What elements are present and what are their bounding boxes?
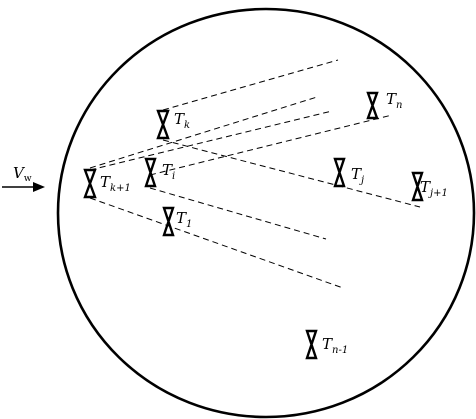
- wind-farm-boundary: [56, 7, 476, 419]
- turbine-ti-symbol: [144, 157, 157, 188]
- turbine-t1-label: T1: [176, 209, 192, 230]
- turbine-ti: Ti: [144, 157, 175, 188]
- turbine-tj-label: Tj: [351, 165, 364, 186]
- turbine-tn-minus-1-label-sub: n-1: [332, 345, 348, 356]
- turbine-tk-plus-1-symbol: [83, 168, 97, 199]
- turbine-tn-label-sub: n: [396, 100, 402, 111]
- wind-speed-label: Vw: [13, 164, 32, 184]
- turbine-tk-label: Tk: [174, 110, 190, 131]
- turbine-t1-symbol: [162, 206, 175, 237]
- turbine-tj-plus-1: Tj+1: [411, 171, 448, 202]
- wake-line-ti-lower: [149, 187, 327, 240]
- turbine-tk-plus-1: Tk+1: [83, 168, 131, 199]
- turbine-tn-label: Tn: [386, 90, 402, 111]
- wake-line-ti-upper: [149, 114, 393, 176]
- turbine-tj-label-sub: j: [359, 175, 364, 186]
- turbine-t1-label-main: T: [176, 209, 187, 227]
- turbine-tn-label-main: T: [386, 90, 397, 108]
- wind-label-sub: w: [24, 174, 32, 184]
- wake-lines: [89, 59, 421, 289]
- wind-arrow-head: [33, 182, 45, 192]
- turbine-tk-plus-1-label-main: T: [100, 173, 111, 191]
- turbine-tk-plus-1-label-sub: k+1: [110, 183, 131, 194]
- turbine-t1: T1: [162, 206, 192, 237]
- wake-line-tk1-lower: [89, 197, 344, 289]
- turbine-ti-label-sub: i: [172, 171, 175, 182]
- turbine-tk-symbol: [156, 109, 170, 140]
- turbine-tj-plus-1-label-sub: j+1: [428, 188, 448, 199]
- turbine-tj-symbol: [333, 157, 346, 188]
- turbine-tj-plus-1-label-main: T: [420, 178, 431, 196]
- turbine-tj-label-main: T: [351, 165, 362, 183]
- turbine-tk-label-sub: k: [184, 120, 190, 131]
- turbine-tn-minus-1-label: Tn-1: [322, 335, 348, 356]
- wake-line-tk-upper: [162, 59, 339, 111]
- turbine-tk: Tk: [156, 109, 190, 140]
- turbine-tk-label-main: T: [174, 110, 185, 128]
- turbine-tj-plus-1-symbol: [411, 171, 424, 202]
- turbine-tn-minus-1-symbol: [305, 329, 318, 360]
- turbine-tj-plus-1-label: Tj+1: [420, 178, 448, 199]
- turbine-tj: Tj: [333, 157, 364, 188]
- turbine-tn: Tn: [366, 90, 402, 120]
- wake-line-tk1-upper-b: [89, 110, 333, 171]
- wake-line-tk-lower: [162, 139, 421, 208]
- turbine-ti-label-main: T: [162, 161, 173, 179]
- turbine-t1-label-sub: 1: [186, 219, 192, 230]
- wind-label-main: V: [13, 164, 26, 182]
- wake-line-tk1-upper-a: [89, 96, 318, 169]
- turbine-ti-label: Ti: [162, 161, 175, 182]
- turbine-tk-plus-1-label: Tk+1: [100, 173, 131, 194]
- wind-arrow: Vw: [2, 164, 45, 192]
- turbine-tn-minus-1: Tn-1: [305, 329, 348, 360]
- turbine-tn-minus-1-label-main: T: [322, 335, 333, 353]
- turbine-tn-symbol: [366, 91, 379, 120]
